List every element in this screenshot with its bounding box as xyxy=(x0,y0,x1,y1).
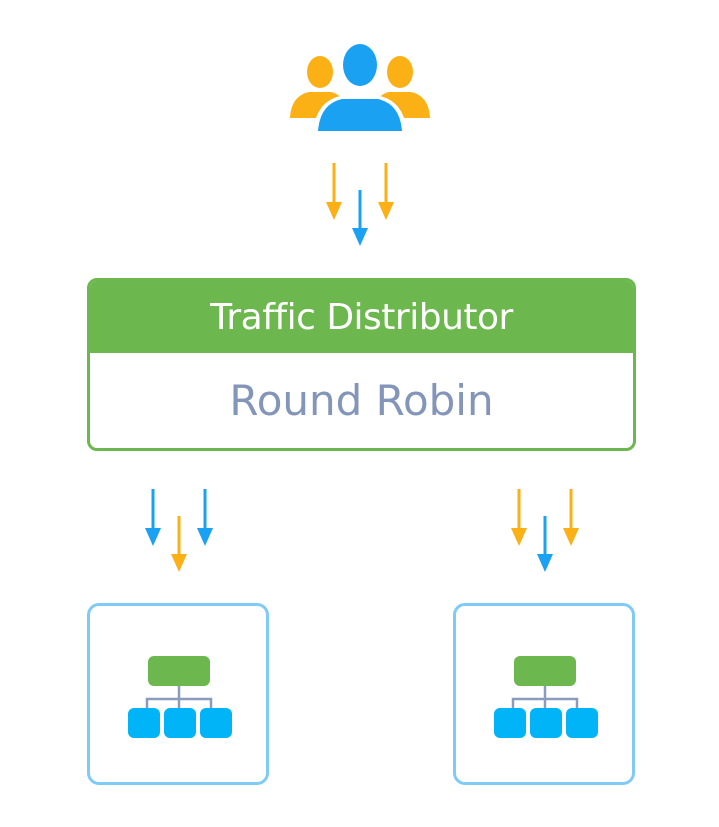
server-node-right xyxy=(453,603,635,785)
server-cluster-icon xyxy=(494,656,598,738)
arrow-down-blue-icon xyxy=(537,516,553,572)
distribution-method: Round Robin xyxy=(229,376,494,425)
arrow-down-orange-icon xyxy=(511,489,527,546)
arrow-down-blue-icon xyxy=(145,489,161,546)
arrow-down-orange-icon xyxy=(563,489,579,546)
server-cluster-icon xyxy=(128,656,232,738)
arrow-down-orange-icon xyxy=(378,163,394,220)
arrow-down-orange-icon xyxy=(326,163,342,220)
arrow-down-blue-icon xyxy=(197,489,213,546)
arrow-down-blue-icon xyxy=(352,190,368,246)
arrow-down-orange-icon xyxy=(171,516,187,572)
traffic-distributor-box: Traffic Distributor Round Robin xyxy=(87,278,636,451)
incoming-arrows xyxy=(326,163,394,246)
distributor-title: Traffic Distributor xyxy=(90,281,633,353)
user-center-icon xyxy=(318,44,402,131)
server-node-left xyxy=(87,603,269,785)
users-group-icon xyxy=(285,40,435,135)
right-server-arrows xyxy=(511,489,579,572)
left-server-arrows xyxy=(145,489,213,572)
